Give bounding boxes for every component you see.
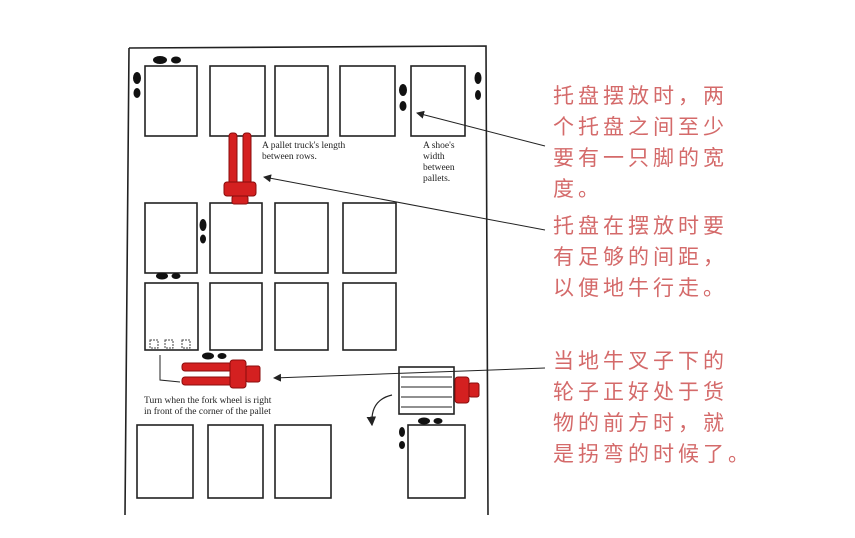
warehouse-frame	[124, 45, 489, 516]
note-turn: 当地牛叉子下的 轮子正好处于货 物的前方时，就 是拐弯的时候了。	[553, 349, 753, 466]
label-turn: Turn when the fork wheel is right in fro…	[144, 395, 274, 417]
pallet-truck-vertical-icon	[223, 132, 257, 205]
pallets	[136, 65, 466, 499]
turn-corner-markers	[149, 339, 191, 383]
label-shoe-width: A shoe's width between pallets.	[423, 141, 457, 184]
note-spacing: 托盘在摆放时要 有足够的间距， 以便地牛行走。	[553, 214, 739, 300]
pallet-truck-horizontal-icon	[181, 359, 261, 389]
note-shoe-width: 托盘摆放时，两 个托盘之间至少 要有一只脚的宽 度。	[553, 84, 739, 201]
callout-arrows	[263, 110, 546, 382]
label-truck-length: A pallet truck's length between rows.	[262, 141, 348, 162]
shoe-prints	[133, 56, 482, 449]
pallet-truck-turning-icon	[366, 366, 480, 427]
